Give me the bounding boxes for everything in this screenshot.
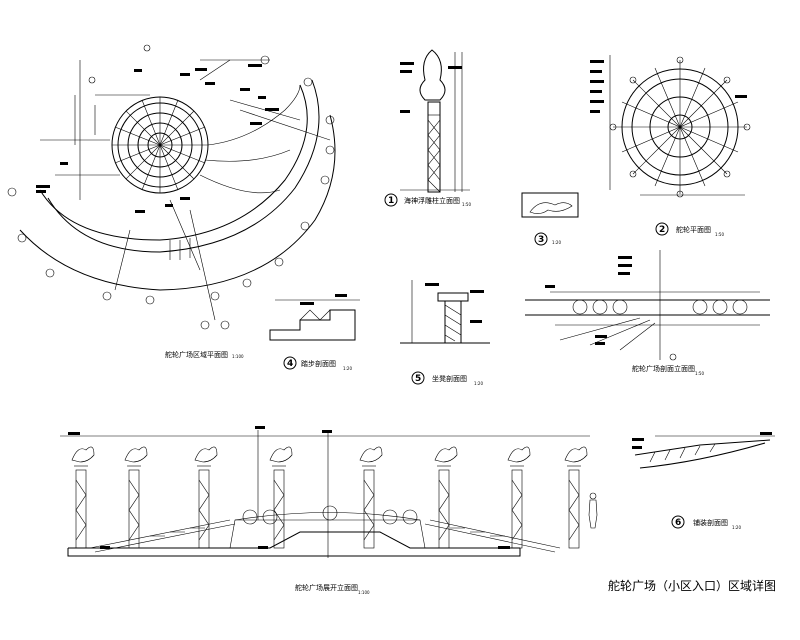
section-view: 舵轮广场剖面立面图 1:50 xyxy=(525,250,770,376)
detail-1-column-elevation: 1 海神浮雕柱立面图 1:50 xyxy=(384,49,471,207)
section-scale: 1:50 xyxy=(695,371,704,376)
elevation-view: 舵轮广场展开立面图 1:100 xyxy=(60,426,598,595)
elevation-scale: 1:100 xyxy=(358,590,370,595)
elevation-columns xyxy=(71,446,588,549)
detail-4-number: 4 xyxy=(287,359,293,369)
detail-1-caption: 海神浮雕柱立面图 xyxy=(404,196,460,205)
section-caption: 舵轮广场剖面立面图 xyxy=(632,364,695,373)
plan-scale: 1:100 xyxy=(232,354,244,359)
detail-3-scale: 1:20 xyxy=(552,240,561,245)
detail-3-relief-panel: 3 1:20 xyxy=(521,192,579,246)
detail-6-caption: 铺装剖面图 xyxy=(693,518,728,527)
detail-2-wheel-plan: 2 舵轮平面图 1:50 xyxy=(590,55,751,237)
drawing-title: 舵轮广场（小区入口）区域详图 xyxy=(608,578,776,593)
detail-4-step-section: 4 踏步剖面图 1:20 xyxy=(269,294,360,371)
plan-caption: 舵轮广场区域平面图 xyxy=(165,350,228,359)
detail-2-caption: 舵轮平面图 xyxy=(676,225,711,234)
detail-5-bench-section: 5 坐凳剖面图 1:20 xyxy=(400,280,490,386)
detail-1-scale: 1:50 xyxy=(462,202,471,207)
detail-4-caption: 踏步剖面图 xyxy=(301,359,336,368)
detail-5-caption: 坐凳剖面图 xyxy=(432,374,467,383)
plan-view: 舵轮广场区域平面图 1:100 xyxy=(7,44,336,359)
detail-6-paving-section: 6 铺装剖面图 1:20 xyxy=(632,432,775,530)
detail-2-number: 2 xyxy=(659,225,665,235)
detail-6-scale: 1:20 xyxy=(732,525,741,530)
elevation-caption: 舵轮广场展开立面图 xyxy=(295,583,358,592)
detail-1-number: 1 xyxy=(388,196,394,206)
detail-4-scale: 1:20 xyxy=(343,366,352,371)
detail-5-number: 5 xyxy=(415,374,421,384)
detail-2-scale: 1:50 xyxy=(715,232,724,237)
detail-6-number: 6 xyxy=(675,518,681,528)
detail-5-scale: 1:20 xyxy=(474,381,483,386)
detail-3-number: 3 xyxy=(538,235,544,245)
scale-figure xyxy=(588,492,598,529)
